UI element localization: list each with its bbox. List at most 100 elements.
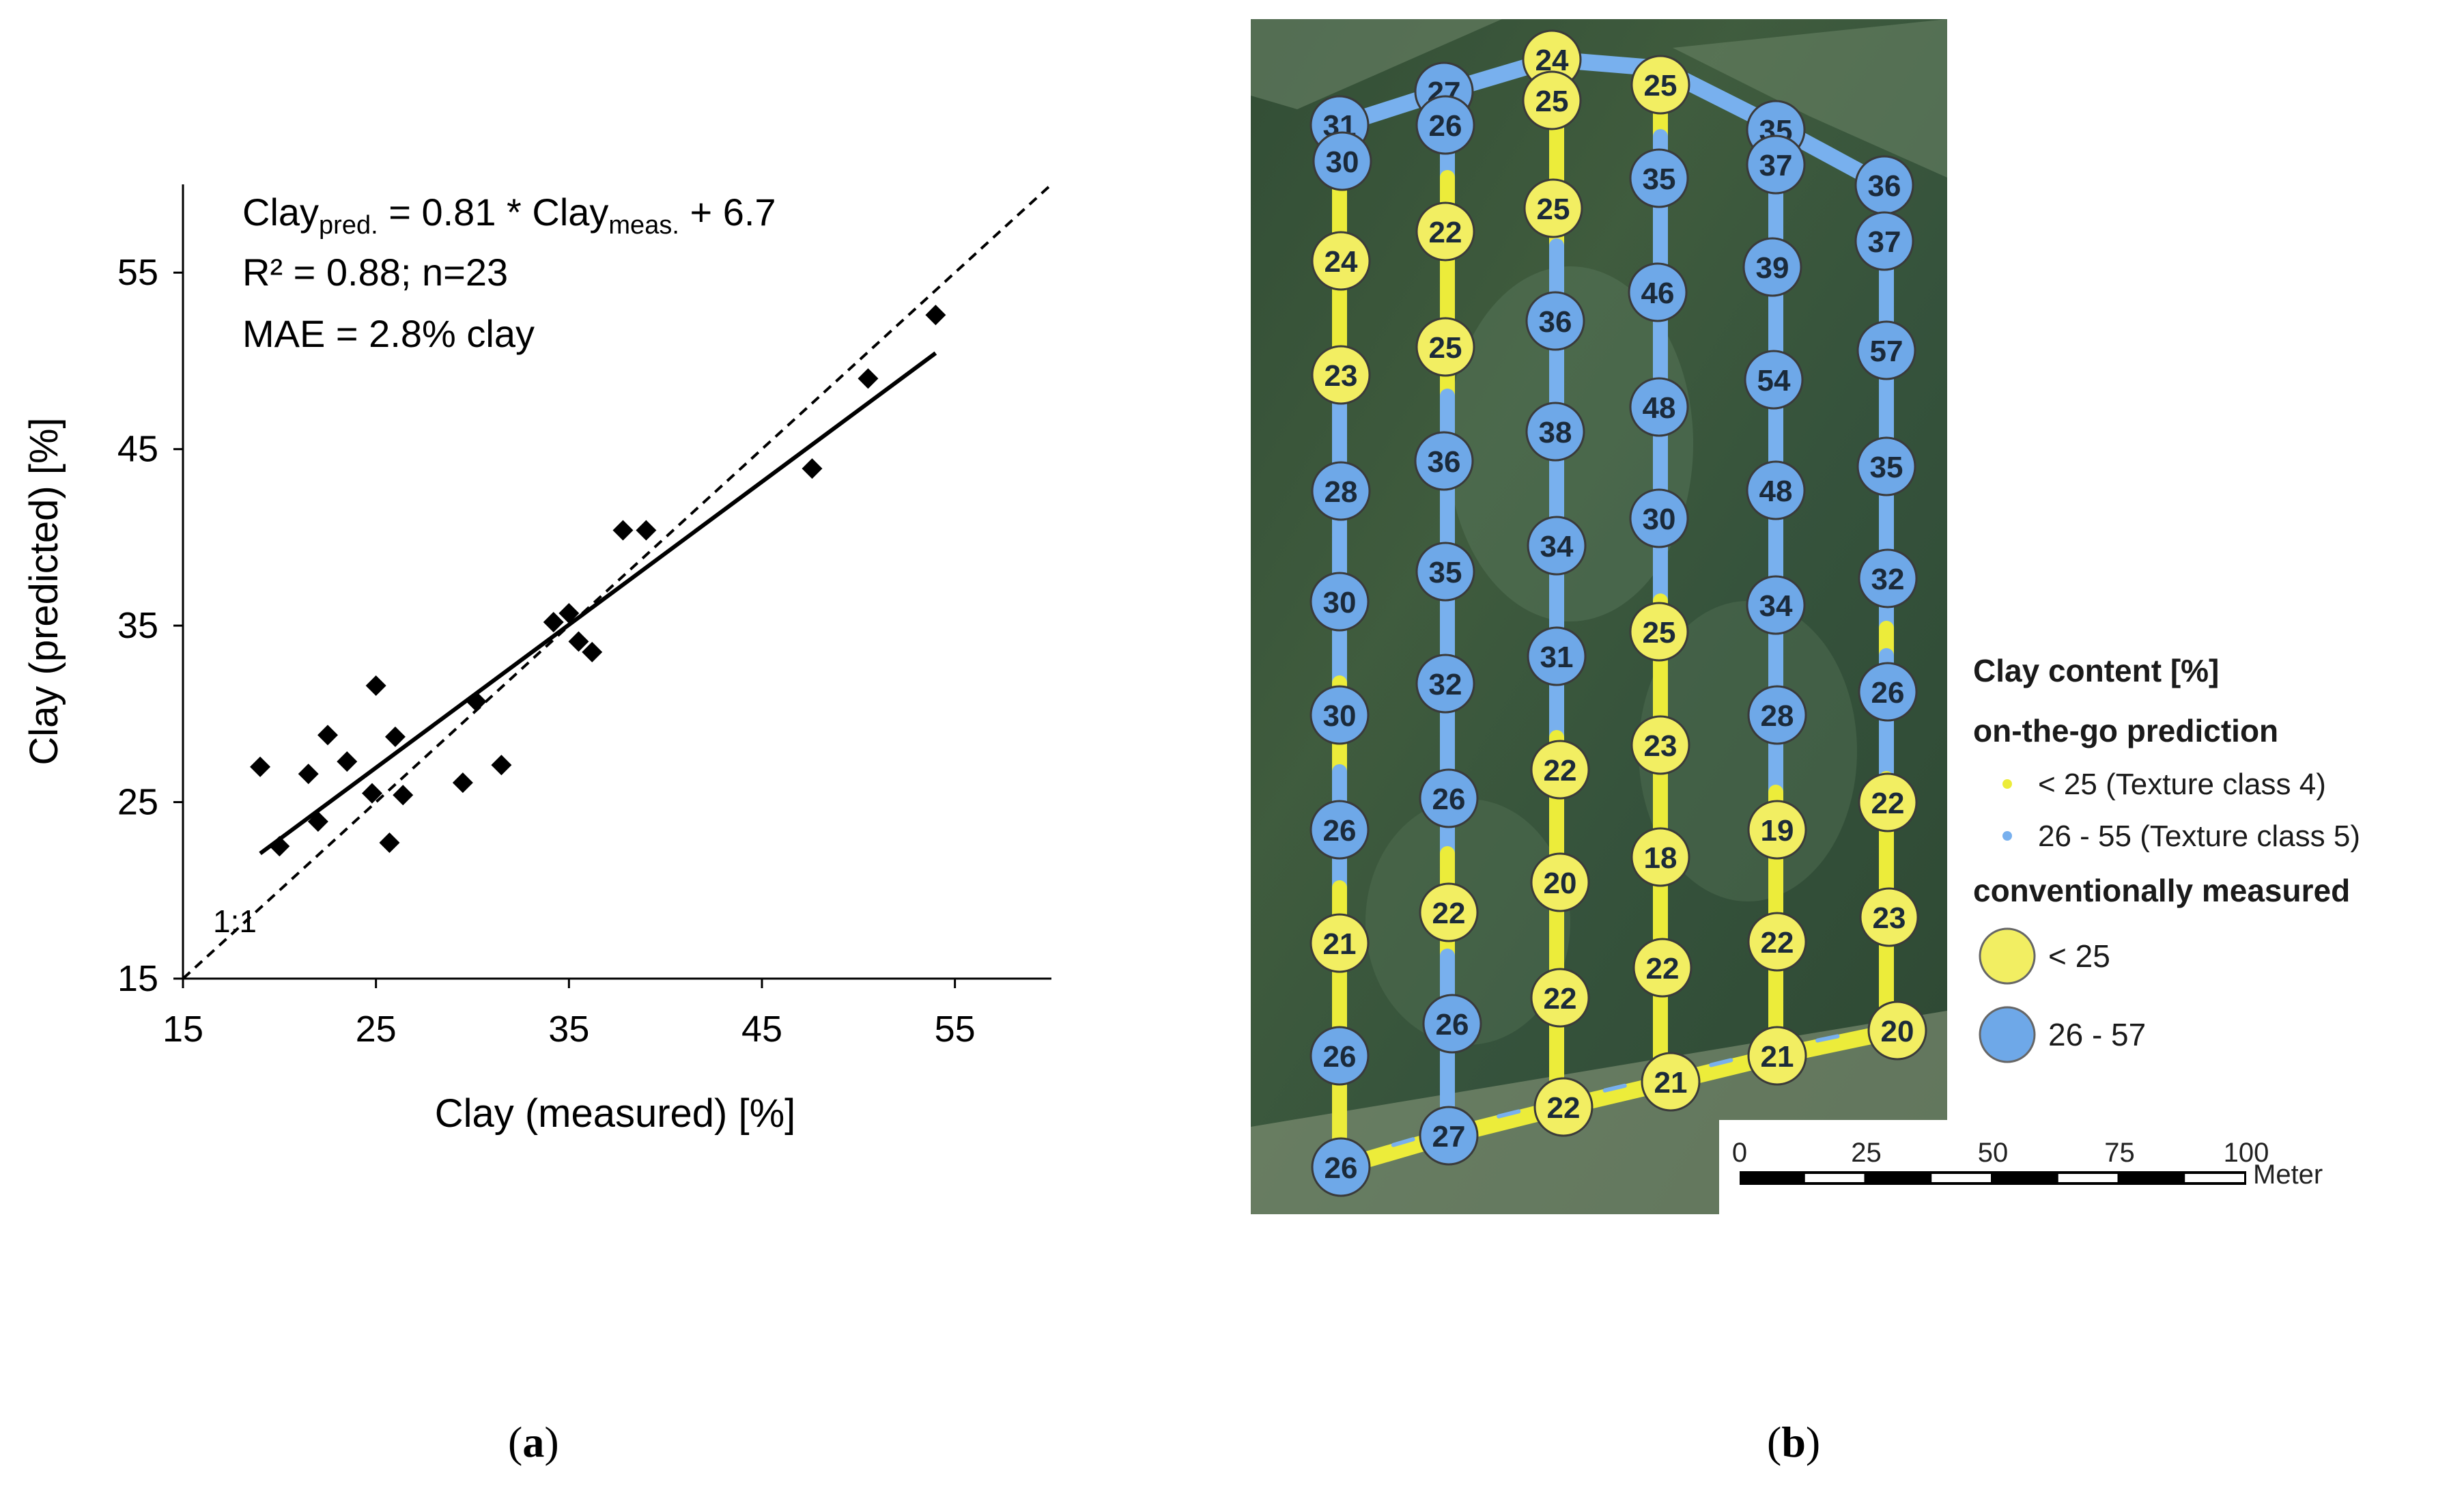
sample-marker: 19	[1747, 800, 1807, 860]
sample-marker: 25	[1630, 55, 1690, 115]
sample-circle	[1525, 291, 1585, 351]
sample-marker: 48	[1746, 460, 1806, 520]
sample-marker: 34	[1746, 575, 1806, 635]
sample-marker: 35	[1856, 436, 1916, 496]
sample-marker: 24	[1522, 29, 1582, 89]
sample-circle	[1858, 548, 1918, 608]
sample-circle	[1527, 626, 1587, 686]
scale-bar-segment	[1931, 1174, 1991, 1182]
sample-marker: 22	[1632, 938, 1693, 998]
sample-value: 34	[1759, 589, 1793, 623]
sample-value: 48	[1759, 475, 1793, 508]
sample-circle	[1747, 800, 1807, 860]
sample-circle	[1746, 135, 1806, 195]
legend-measured-low: < 25	[2048, 938, 2110, 974]
sample-value: 26	[1432, 783, 1466, 816]
sample-circle	[1742, 237, 1802, 297]
scatter-points	[250, 305, 946, 857]
legend-swatch-measured-low	[1979, 927, 2036, 985]
scale-bar-tick: 50	[1978, 1138, 2009, 1168]
sample-marker: 32	[1415, 654, 1475, 714]
sample-marker: 39	[1742, 237, 1802, 297]
sample-value: 24	[1325, 245, 1358, 279]
x-tick-label: 35	[548, 1009, 589, 1050]
data-point	[384, 726, 406, 747]
sample-circle	[1309, 913, 1370, 973]
scale-bar-tick: 75	[2104, 1138, 2135, 1168]
sample-circle	[1309, 1026, 1370, 1086]
sample-marker: 30	[1309, 685, 1370, 745]
sample-value: 39	[1756, 251, 1789, 285]
sample-marker: 57	[1856, 320, 1916, 380]
sample-value: 38	[1539, 416, 1572, 449]
sample-marker: 23	[1859, 887, 1919, 947]
sample-circle	[1629, 602, 1689, 662]
sample-value: 27	[1432, 1120, 1466, 1153]
caption-a: (a)	[508, 1418, 559, 1466]
data-point	[307, 811, 328, 832]
y-tick-label: 45	[117, 429, 158, 470]
data-point	[452, 772, 473, 794]
sample-marker: 22	[1530, 740, 1590, 800]
sample-value: 46	[1641, 277, 1675, 310]
sample-value: 30	[1323, 699, 1357, 733]
sample-circle	[1629, 377, 1689, 437]
sample-value: 22	[1547, 1091, 1581, 1125]
sample-marker: 35	[1415, 542, 1475, 602]
identity-line-label: 1:1	[213, 903, 257, 939]
sample-marker: 32	[1858, 548, 1918, 608]
sample-circle	[1422, 994, 1482, 1054]
sample-marker: 20	[1530, 852, 1590, 912]
sample-value: 25	[1537, 193, 1570, 226]
sample-circle	[1746, 575, 1806, 635]
sample-marker: 36	[1854, 155, 1914, 215]
sample-marker: 28	[1311, 461, 1371, 521]
scale-bar-unit: Meter	[2253, 1160, 2323, 1190]
sample-marker: 23	[1630, 715, 1690, 775]
x-tick-label: 15	[162, 1009, 203, 1050]
sample-circle	[1311, 345, 1371, 405]
sample-value: 31	[1540, 641, 1574, 674]
sample-value: 18	[1644, 841, 1677, 875]
sample-value: 19	[1761, 814, 1794, 847]
sample-marker: 26	[1422, 994, 1482, 1054]
sample-marker: 21	[1641, 1052, 1701, 1112]
sample-value: 22	[1429, 216, 1462, 249]
sample-circle	[1415, 201, 1475, 262]
sample-circle	[1414, 431, 1474, 491]
sample-value: 20	[1881, 1015, 1914, 1048]
sample-marker: 22	[1747, 912, 1807, 972]
sample-circle	[1859, 887, 1919, 947]
data-point	[858, 368, 879, 389]
sample-value: 21	[1323, 927, 1357, 961]
sample-marker: 24	[1311, 231, 1371, 291]
sample-circle	[1641, 1052, 1701, 1112]
sample-circle	[1747, 685, 1807, 745]
sample-value: 25	[1643, 616, 1676, 649]
sample-circle	[1629, 488, 1689, 548]
data-point	[298, 763, 319, 785]
sample-marker: 30	[1629, 488, 1689, 548]
sample-value: 35	[1870, 451, 1903, 484]
sample-value: 32	[1429, 668, 1462, 701]
scale-bar-tick: 100	[2224, 1138, 2269, 1168]
legend-prediction-high: 26 - 55 (Texture class 5)	[2038, 819, 2360, 853]
sample-circle	[1629, 148, 1689, 208]
sample-value: 54	[1757, 364, 1791, 397]
sample-marker: 38	[1525, 402, 1585, 462]
sample-value: 23	[1873, 901, 1906, 935]
sample-value: 36	[1428, 445, 1461, 479]
sample-value: 23	[1644, 729, 1677, 763]
sample-marker: 46	[1628, 262, 1688, 322]
sample-marker: 20	[1867, 1000, 1927, 1061]
data-point	[317, 725, 338, 746]
data-point	[337, 751, 358, 772]
data-point	[582, 641, 603, 662]
legend-prediction-heading: on-the-go prediction	[1973, 713, 2278, 748]
sample-circle	[1309, 685, 1370, 745]
sample-marker: 21	[1309, 913, 1370, 973]
sample-circle	[1309, 800, 1370, 860]
sample-circle	[1630, 827, 1690, 887]
